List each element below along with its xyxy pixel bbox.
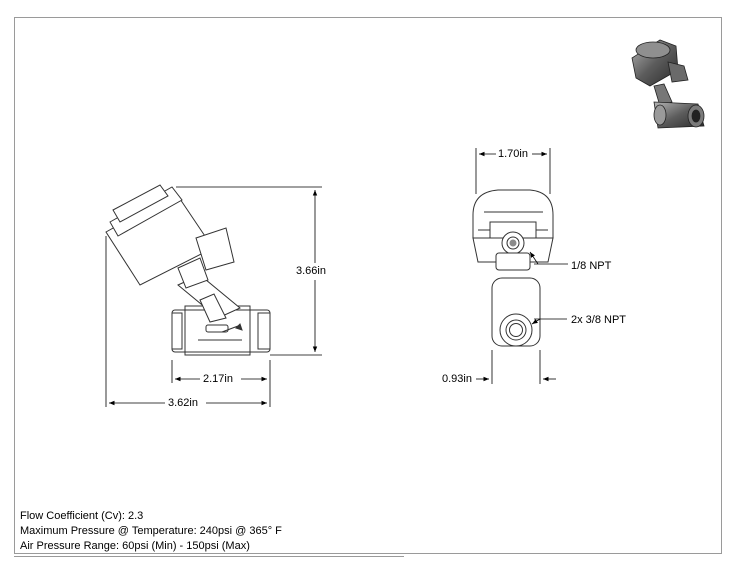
- spec-flow-coefficient: Flow Coefficient (Cv): 2.3: [20, 510, 144, 522]
- outlet-port: [257, 312, 271, 350]
- inlet-port: [171, 312, 183, 350]
- dim-body-width: 2.17in: [203, 373, 233, 385]
- spec-max-pressure: Maximum Pressure @ Temperature: 240psi @…: [20, 525, 282, 537]
- callout-pilot-port: 1/8 NPT: [571, 260, 612, 272]
- isometric-render: [631, 39, 705, 129]
- dim-side-height: 3.66in: [296, 265, 326, 277]
- stem-block: [495, 252, 531, 271]
- side-view: [105, 184, 271, 356]
- front-dimensions: [475, 148, 568, 384]
- dim-front-bottom: 0.93in: [442, 373, 472, 385]
- title-block-line: [14, 556, 404, 557]
- dim-front-width: 1.70in: [498, 148, 528, 160]
- drawing-frame: [14, 17, 722, 554]
- pilot-block: [195, 227, 235, 271]
- side-dimensions: [105, 186, 322, 407]
- spec-air-pressure: Air Pressure Range: 60psi (Min) - 150psi…: [20, 540, 250, 552]
- port-marking: [205, 324, 229, 333]
- specifications: Flow Coefficient (Cv): 2.3 Maximum Press…: [20, 509, 282, 554]
- dim-overall-width: 3.62in: [168, 397, 198, 409]
- callout-main-ports: 2x 3/8 NPT: [571, 314, 627, 326]
- front-view: [472, 189, 554, 347]
